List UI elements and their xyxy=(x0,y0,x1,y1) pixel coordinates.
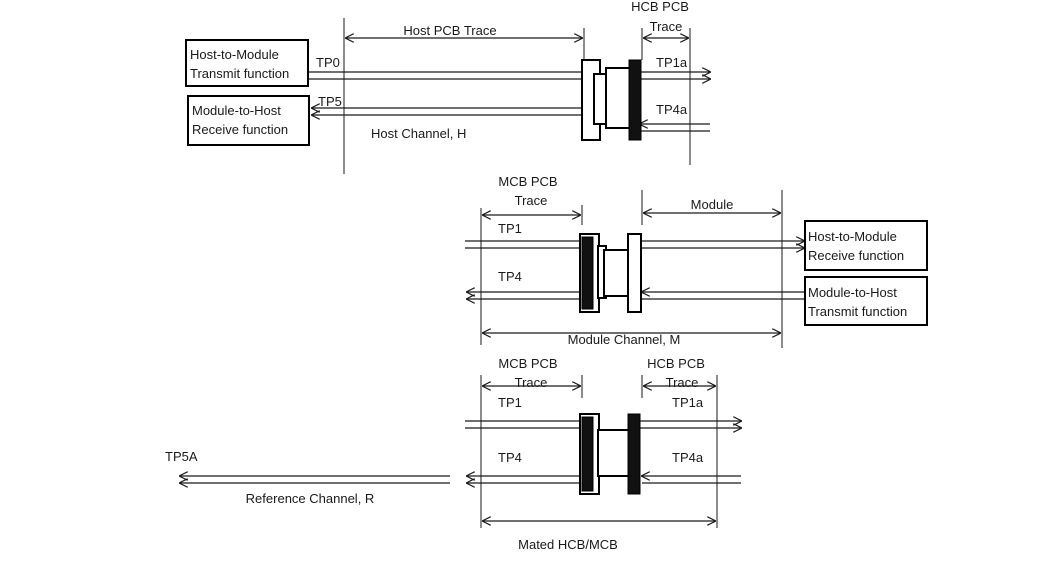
hcb-pcb-label: HCB PCB xyxy=(631,0,689,14)
reference-channel-label: Reference Channel, R xyxy=(246,491,375,506)
module-receive-line2: Receive function xyxy=(808,248,904,263)
module-channel-label: Module Channel, M xyxy=(568,332,681,347)
module-transmit-box xyxy=(804,276,928,326)
mated-tp4a-label: TP4a xyxy=(672,450,704,465)
module-tp4-label: TP4 xyxy=(498,269,522,284)
module-tp1-label: TP1 xyxy=(498,221,522,236)
host-channel-section: Host PCB Trace HCB PCB Trace Host-to-Mod… xyxy=(185,0,710,174)
tp5a-label: TP5A xyxy=(165,449,198,464)
host-receive-line2: Receive function xyxy=(192,122,288,137)
host-receive-line1: Module-to-Host xyxy=(192,103,281,118)
mated-tp4-label: TP4 xyxy=(498,450,522,465)
module-mcb-pcb-label: MCB PCB xyxy=(498,174,557,189)
module-channel-section: MCB PCB Trace Module TP1 TP4 Host-to-Mod… xyxy=(465,174,928,348)
mated-mcb-pcb-label: MCB PCB xyxy=(498,356,557,371)
host-connector xyxy=(581,59,642,141)
module-transmit-line1: Module-to-Host xyxy=(808,285,897,300)
host-tp4a-label: TP4a xyxy=(656,102,688,117)
host-tp1a-label: TP1a xyxy=(656,55,688,70)
host-receive-box xyxy=(187,95,310,146)
host-channel-label: Host Channel, H xyxy=(371,126,466,141)
mated-hcb-trace-label: Trace xyxy=(666,375,699,390)
mated-tp1a-label: TP1a xyxy=(672,395,704,410)
tp0-label: TP0 xyxy=(316,55,340,70)
module-receive-box xyxy=(804,220,928,271)
host-transmit-line1: Host-to-Module xyxy=(190,47,279,62)
host-pcb-trace-label: Host PCB Trace xyxy=(403,23,496,38)
mated-tp1-label: TP1 xyxy=(498,395,522,410)
mated-connector xyxy=(579,413,641,495)
module-receive-line1: Host-to-Module xyxy=(808,229,897,244)
mated-section: MCB PCB Trace HCB PCB Trace TP1 TP4 TP1a… xyxy=(165,356,741,552)
module-connector xyxy=(579,233,642,313)
host-transmit-line2: Transmit function xyxy=(190,66,289,81)
mated-caption: Mated HCB/MCB xyxy=(518,537,618,552)
module-mcb-trace-label: Trace xyxy=(515,193,548,208)
hcb-trace-label: Trace xyxy=(650,19,683,34)
module-label: Module xyxy=(691,197,734,212)
host-transmit-box xyxy=(185,39,309,87)
module-transmit-line2: Transmit function xyxy=(808,304,907,319)
mated-mcb-trace-label: Trace xyxy=(515,375,548,390)
mated-hcb-pcb-label: HCB PCB xyxy=(647,356,705,371)
tp5-label: TP5 xyxy=(318,94,342,109)
